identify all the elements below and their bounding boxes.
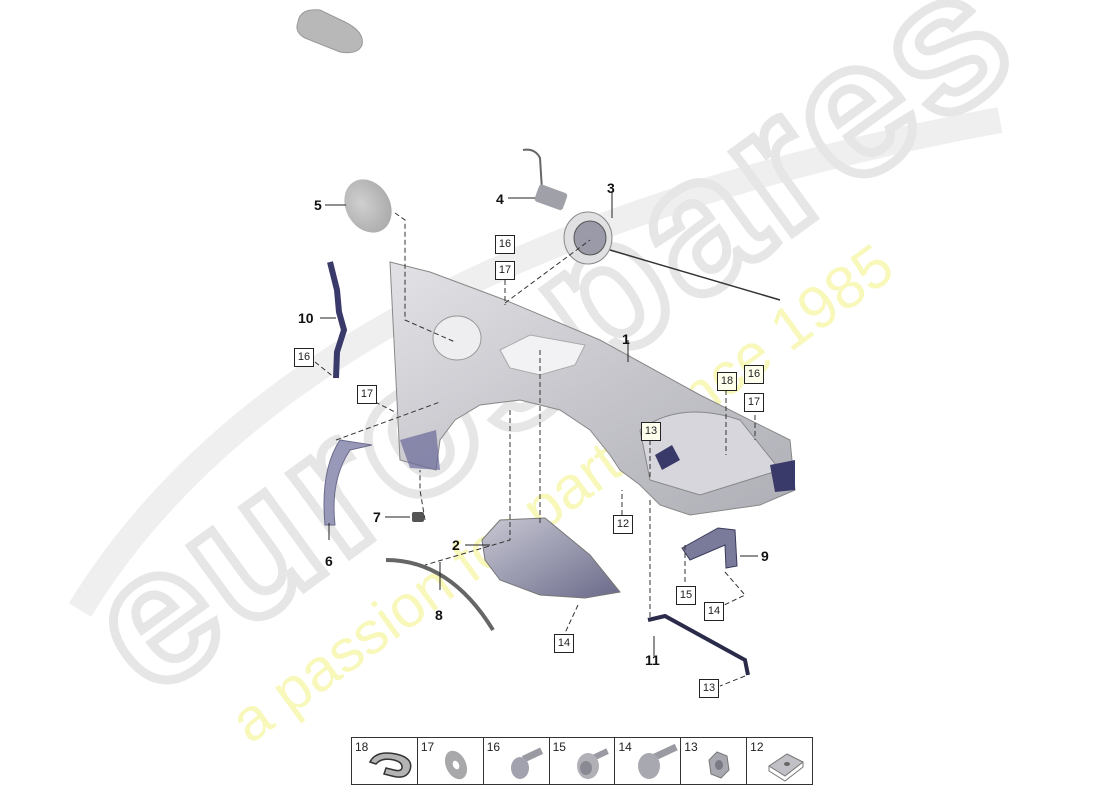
ref-box-16[interactable]: 16 (744, 365, 764, 384)
callout-9[interactable]: 9 (761, 548, 769, 564)
wheel-liner-part-2[interactable] (481, 517, 621, 599)
screw-icon (510, 747, 543, 779)
actuator-part-4[interactable] (522, 148, 568, 211)
callout-5[interactable]: 5 (314, 197, 322, 213)
legend-number: 12 (750, 740, 764, 754)
legend-item-12[interactable]: 12 (747, 738, 812, 784)
ref-box-12[interactable]: 12 (613, 515, 633, 534)
legend-item-15[interactable]: 15 (550, 738, 616, 784)
clip-nut-icon (768, 753, 805, 782)
ref-box-14[interactable]: 14 (704, 602, 724, 621)
callout-8[interactable]: 8 (435, 607, 443, 623)
callout-3[interactable]: 3 (607, 180, 615, 196)
bolt-with-washer-icon (576, 748, 609, 779)
washer-icon (444, 750, 467, 780)
bracket-part-9[interactable] (681, 527, 738, 569)
seal-strip-part-8[interactable] (385, 558, 495, 632)
callout-4[interactable]: 4 (496, 191, 504, 207)
clip-part-7[interactable] (412, 512, 424, 522)
ref-box-17[interactable]: 17 (495, 261, 515, 280)
callout-1[interactable]: 1 (622, 331, 630, 347)
legend-item-14[interactable]: 14 (615, 738, 682, 784)
u-clip-icon (368, 752, 412, 778)
fuel-filler-housing-part-3[interactable] (563, 211, 781, 301)
legend-item-13[interactable]: 13 (681, 738, 748, 784)
legend-number: 16 (486, 740, 501, 754)
fender-part-1[interactable] (389, 261, 796, 516)
legend-number: 17 (420, 740, 435, 754)
ref-box-13[interactable]: 13 (641, 422, 661, 441)
arch-trim-part-6[interactable] (323, 439, 373, 526)
leader-lines (320, 193, 758, 656)
legend-number: 18 (355, 740, 369, 754)
ref-box-16[interactable]: 16 (294, 348, 314, 367)
rod-part-11[interactable] (647, 613, 750, 676)
car-silhouette-icon (296, 9, 363, 54)
hex-nut-icon (708, 751, 730, 779)
ref-box-17[interactable]: 17 (357, 385, 377, 404)
callout-6[interactable]: 6 (325, 553, 333, 569)
dashed-leader-lines (314, 212, 756, 687)
legend-item-17[interactable]: 17 (418, 738, 484, 784)
flange-bolt-icon (638, 744, 679, 779)
bracket-part-10[interactable] (327, 261, 348, 379)
callout-10[interactable]: 10 (298, 310, 314, 326)
hardware-legend: 18 17 16 15 14 13 (351, 737, 813, 785)
legend-item-16[interactable]: 16 (484, 738, 550, 784)
ref-box-18[interactable]: 18 (717, 372, 737, 391)
ref-box-17[interactable]: 17 (744, 393, 764, 412)
ref-box-13[interactable]: 13 (699, 679, 719, 698)
callout-2[interactable]: 2 (452, 537, 460, 553)
ref-box-14[interactable]: 14 (554, 634, 574, 653)
legend-item-18[interactable]: 18 (352, 738, 418, 784)
legend-number: 14 (618, 740, 632, 754)
legend-number: 15 (552, 740, 566, 754)
fuel-door-cap-part-5[interactable] (335, 171, 401, 241)
legend-number: 13 (684, 740, 698, 754)
ref-box-15[interactable]: 15 (676, 586, 696, 605)
callout-7[interactable]: 7 (373, 509, 381, 525)
callout-11[interactable]: 11 (645, 652, 660, 668)
ref-box-16[interactable]: 16 (495, 235, 515, 254)
